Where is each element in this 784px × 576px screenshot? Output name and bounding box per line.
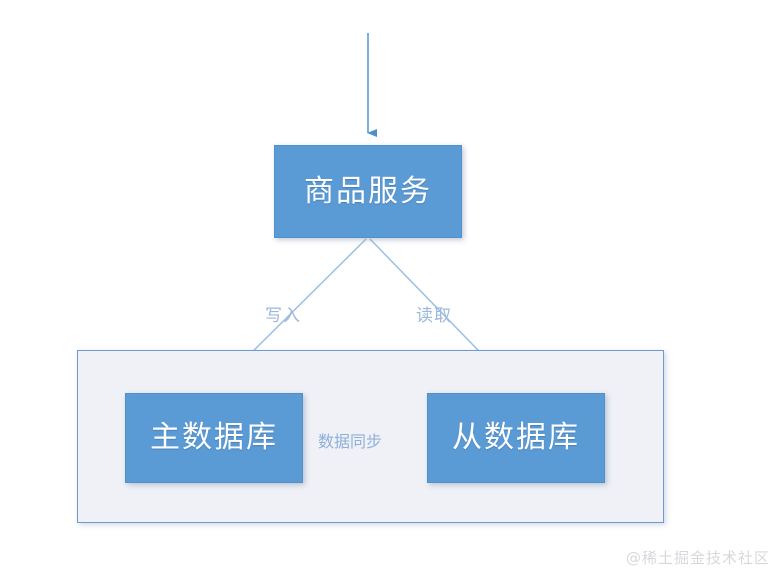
node-primary-database[interactable]: 主数据库	[125, 393, 303, 483]
node-primary-database-label: 主数据库	[150, 420, 278, 455]
node-product-service[interactable]: 商品服务	[274, 145, 462, 238]
watermark-text: @稀土掘金技术社区	[625, 549, 770, 567]
edge-label-data-sync: 数据同步	[318, 432, 383, 451]
node-replica-database[interactable]: 从数据库	[427, 393, 605, 483]
edge-label-read: 读取	[416, 306, 452, 326]
node-product-service-label: 商品服务	[304, 173, 432, 209]
node-replica-database-label: 从数据库	[452, 420, 580, 455]
edge-label-write: 写入	[265, 306, 301, 326]
